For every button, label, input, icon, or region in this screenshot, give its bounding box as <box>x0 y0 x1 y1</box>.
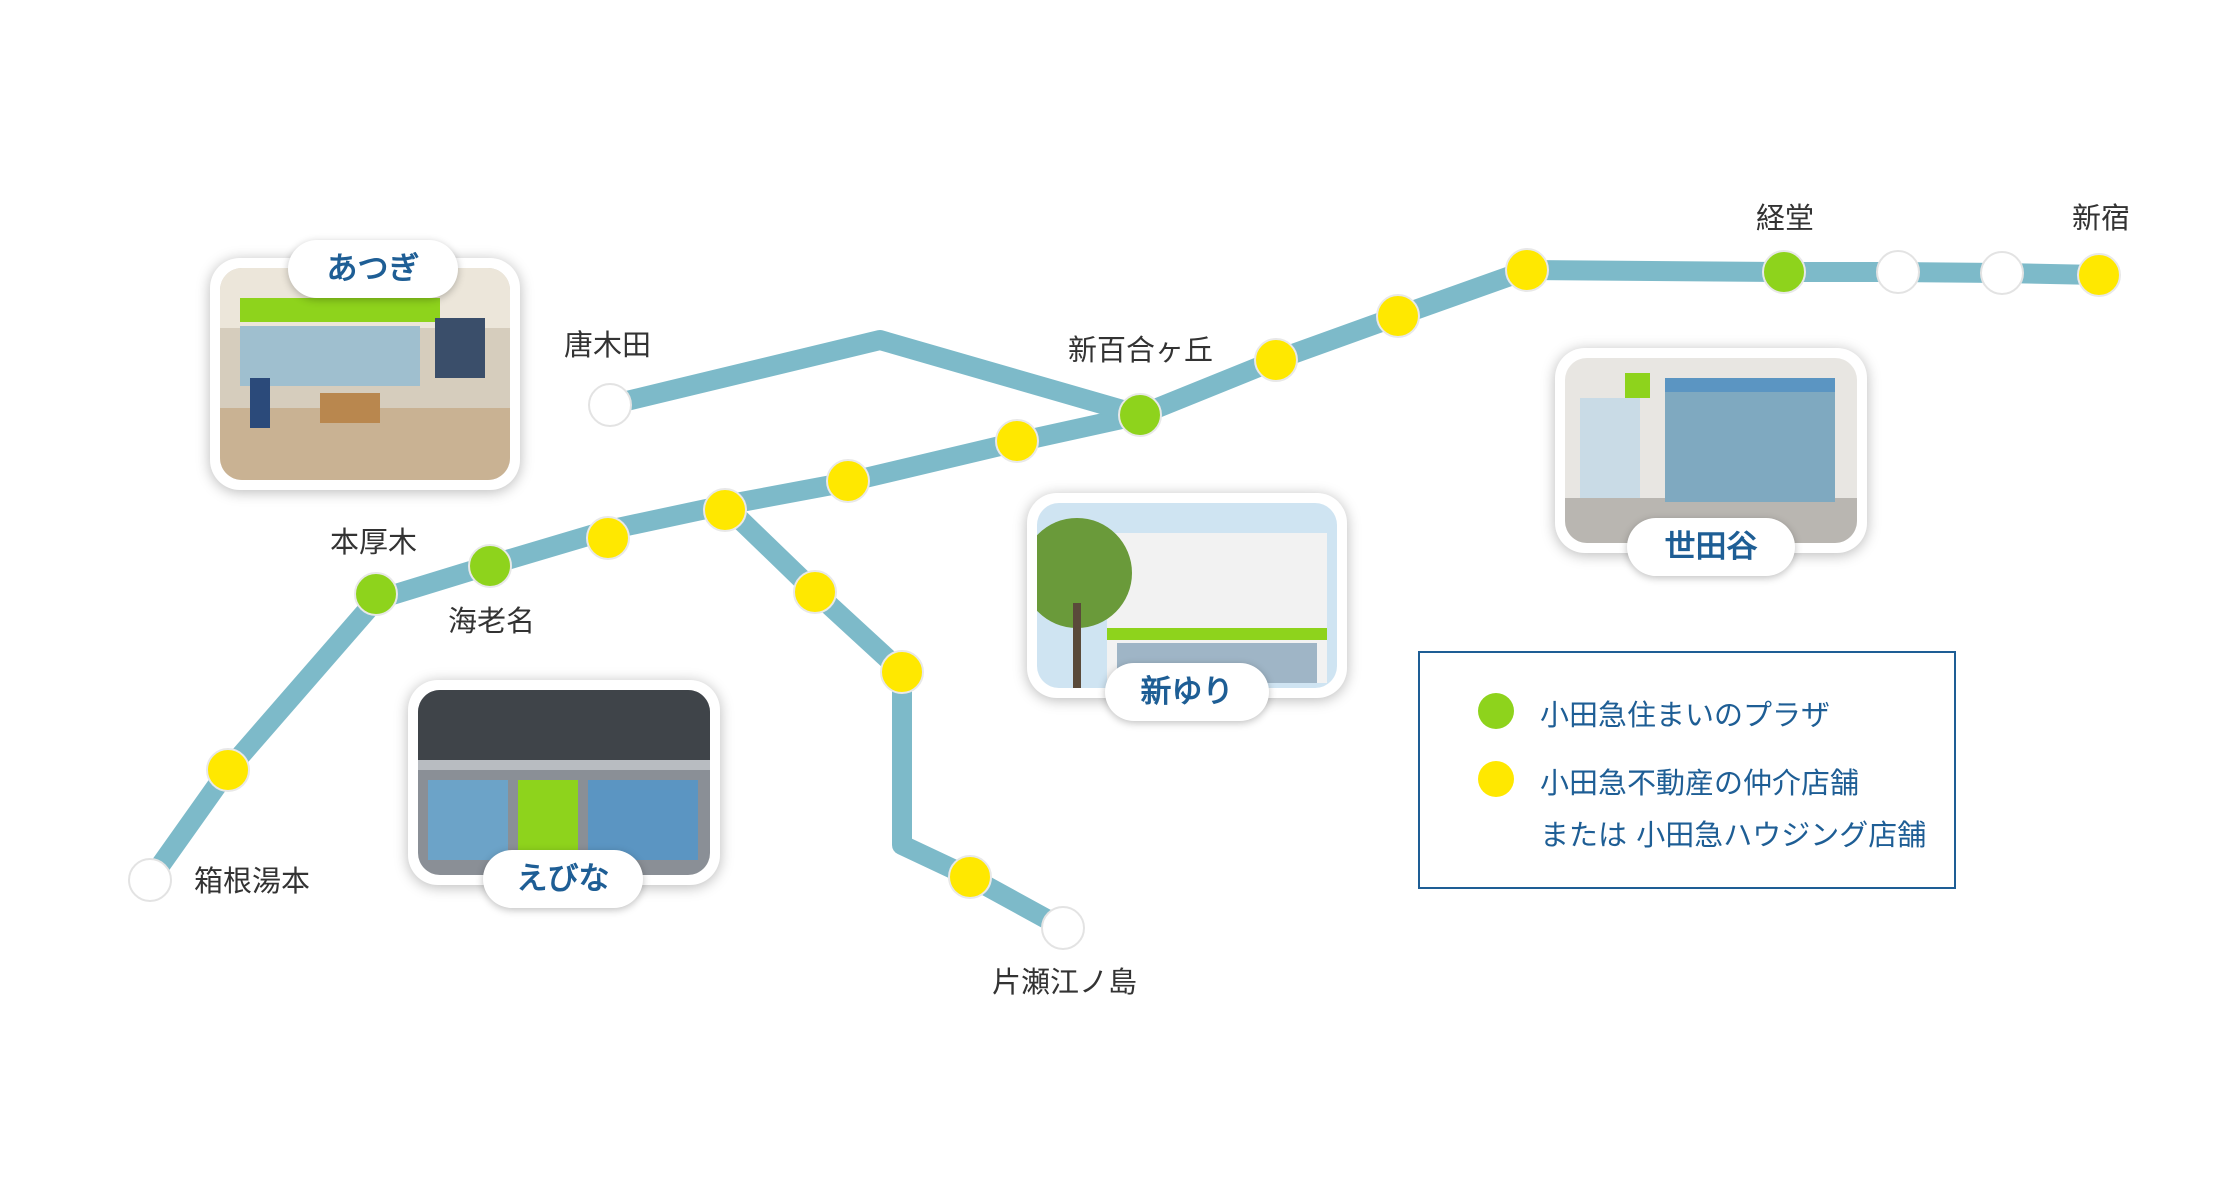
shop-photo-setagaya <box>1565 358 1857 543</box>
station-kyodo-dot <box>1762 250 1806 294</box>
label-katase-enoshima: 片瀬江ノ島 <box>992 965 1137 999</box>
station-shin-yurigaoka-dot <box>1118 393 1162 437</box>
callout-tail <box>1717 318 1757 352</box>
legend-plaza-dot <box>1478 693 1514 729</box>
callout-setagaya[interactable]: 世田谷 <box>1555 318 1867 580</box>
legend: 小田急住まいのプラザ 小田急不動産の仲介店舗 または 小田急ハウジング店舗 <box>1418 651 1956 889</box>
station-ebina-dot <box>468 544 512 588</box>
station-labels: 箱根湯本 本厚木 海老名 唐木田 新百合ヶ丘 片瀬江ノ島 経堂 新宿 <box>194 201 2130 999</box>
station-dot <box>948 855 992 899</box>
station-dot <box>995 419 1039 463</box>
callout-pill-shinyuri: 新ゆり <box>1105 663 1269 721</box>
station-dot <box>1980 251 2024 295</box>
station-dot <box>703 488 747 532</box>
station-karakida-dot <box>588 383 632 427</box>
callout-frame <box>210 258 520 490</box>
callout-frame <box>408 680 720 885</box>
station-dot <box>880 650 924 694</box>
label-hon-atsugi: 本厚木 <box>330 525 417 559</box>
station-dot <box>1505 248 1549 292</box>
station-dot <box>206 748 250 792</box>
callout-shinyuri[interactable]: 新ゆり <box>1027 463 1347 725</box>
callout-tail <box>468 650 508 684</box>
callout-atsugi[interactable]: あつぎ <box>210 240 520 540</box>
station-hon-atsugi-dot <box>354 572 398 616</box>
legend-broker-label-line1: 小田急不動産の仲介店舗 <box>1540 766 1860 800</box>
legend-broker-dot <box>1478 761 1514 797</box>
label-shinjuku: 新宿 <box>2072 201 2130 235</box>
station-katase-enoshima-dot <box>1041 906 1085 950</box>
label-hakone-yumoto: 箱根湯本 <box>194 864 310 898</box>
station-dot <box>1254 338 1298 382</box>
callout-tail <box>1155 463 1195 497</box>
label-kyodo: 経堂 <box>1756 201 1814 235</box>
legend-broker-label-line2: または 小田急ハウジング店舗 <box>1540 818 1927 852</box>
tama-line <box>600 330 1150 425</box>
legend-plaza-label: 小田急住まいのプラザ <box>1540 698 1831 732</box>
shop-photo-ebina <box>418 690 710 875</box>
shop-photo-shinyuri <box>1037 503 1337 688</box>
station-dot <box>1876 250 1920 294</box>
station-shinjuku-dot <box>2077 253 2121 297</box>
main-line <box>140 260 2109 890</box>
station-dot <box>1376 294 1420 338</box>
label-karakida: 唐木田 <box>564 328 651 362</box>
callout-ebina[interactable]: えびな <box>408 650 720 910</box>
shop-photo-atsugi <box>220 268 510 480</box>
callout-pill-setagaya: 世田谷 <box>1627 518 1795 576</box>
enoshima-line <box>715 495 1073 938</box>
station-dot <box>826 459 870 503</box>
station-dot <box>793 570 837 614</box>
stations <box>128 248 2121 950</box>
label-ebina: 海老名 <box>448 604 535 638</box>
callout-pill-ebina: えびな <box>483 850 643 908</box>
station-dot <box>586 516 630 560</box>
callout-pill-atsugi: あつぎ <box>288 240 458 298</box>
station-hakone-yumoto-dot <box>128 858 172 902</box>
label-shin-yurigaoka: 新百合ヶ丘 <box>1068 333 1213 367</box>
